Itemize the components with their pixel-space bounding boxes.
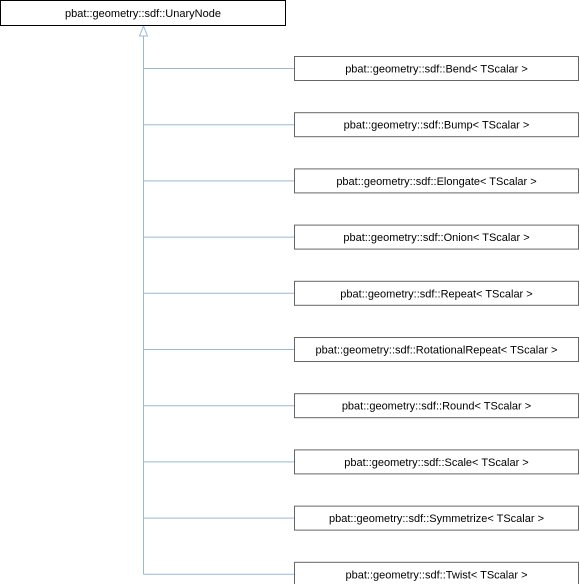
derived-class-box: [294, 280, 579, 306]
derived-class-label: pbat::geometry::sdf::Scale< TScalar >: [344, 457, 528, 469]
derived-class-box: [294, 224, 579, 250]
derived-class-label: pbat::geometry::sdf::Bump< TScalar >: [344, 120, 530, 132]
inheritance-edges: [138, 24, 295, 575]
derived-class-node[interactable]: pbat::geometry::sdf::Repeat< TScalar >: [294, 280, 579, 306]
derived-class-node[interactable]: pbat::geometry::sdf::Symmetrize< TScalar…: [294, 505, 579, 531]
derived-class-label: pbat::geometry::sdf::Round< TScalar >: [342, 401, 531, 413]
base-class-label: pbat::geometry::sdf::UnaryNode: [65, 8, 221, 20]
derived-class-node[interactable]: pbat::geometry::sdf::RotationalRepeat< T…: [294, 337, 579, 362]
derived-class-node[interactable]: pbat::geometry::sdf::Bump< TScalar >: [294, 112, 579, 138]
derived-class-node[interactable]: pbat::geometry::sdf::Twist< TScalar >: [294, 561, 579, 584]
base-class-node[interactable]: pbat::geometry::sdf::UnaryNode: [0, 0, 286, 26]
derived-class-label: pbat::geometry::sdf::RotationalRepeat< T…: [316, 345, 558, 357]
base-class-box: [0, 0, 286, 26]
derived-class-label: pbat::geometry::sdf::Onion< TScalar >: [343, 232, 529, 244]
derived-class-node[interactable]: pbat::geometry::sdf::Onion< TScalar >: [294, 224, 579, 250]
derived-class-node[interactable]: pbat::geometry::sdf::Scale< TScalar >: [294, 449, 579, 475]
derived-class-box: [294, 393, 579, 419]
derived-class-box: [294, 168, 579, 194]
derived-class-box: [294, 112, 579, 138]
derived-class-label: pbat::geometry::sdf::Symmetrize< TScalar…: [329, 513, 544, 525]
derived-class-label: pbat::geometry::sdf::Bend< TScalar >: [345, 64, 528, 76]
derived-class-label: pbat::geometry::sdf::Elongate< TScalar >: [336, 176, 536, 188]
derived-class-node[interactable]: pbat::geometry::sdf::Elongate< TScalar >: [294, 168, 579, 194]
derived-class-label: pbat::geometry::sdf::Repeat< TScalar >: [340, 288, 532, 300]
derived-class-box: [294, 505, 579, 531]
derived-class-node[interactable]: pbat::geometry::sdf::Round< TScalar >: [294, 393, 579, 419]
derived-class-box: [294, 449, 579, 475]
derived-classes: pbat::geometry::sdf::Bend< TScalar >pbat…: [294, 56, 579, 584]
derived-class-node[interactable]: pbat::geometry::sdf::Bend< TScalar >: [294, 56, 579, 81]
derived-class-box: [294, 56, 579, 81]
derived-class-label: pbat::geometry::sdf::Twist< TScalar >: [346, 569, 528, 581]
derived-class-box: [294, 337, 579, 362]
inheritance-arrow-icon: [138, 24, 149, 37]
derived-class-box: [294, 561, 579, 584]
